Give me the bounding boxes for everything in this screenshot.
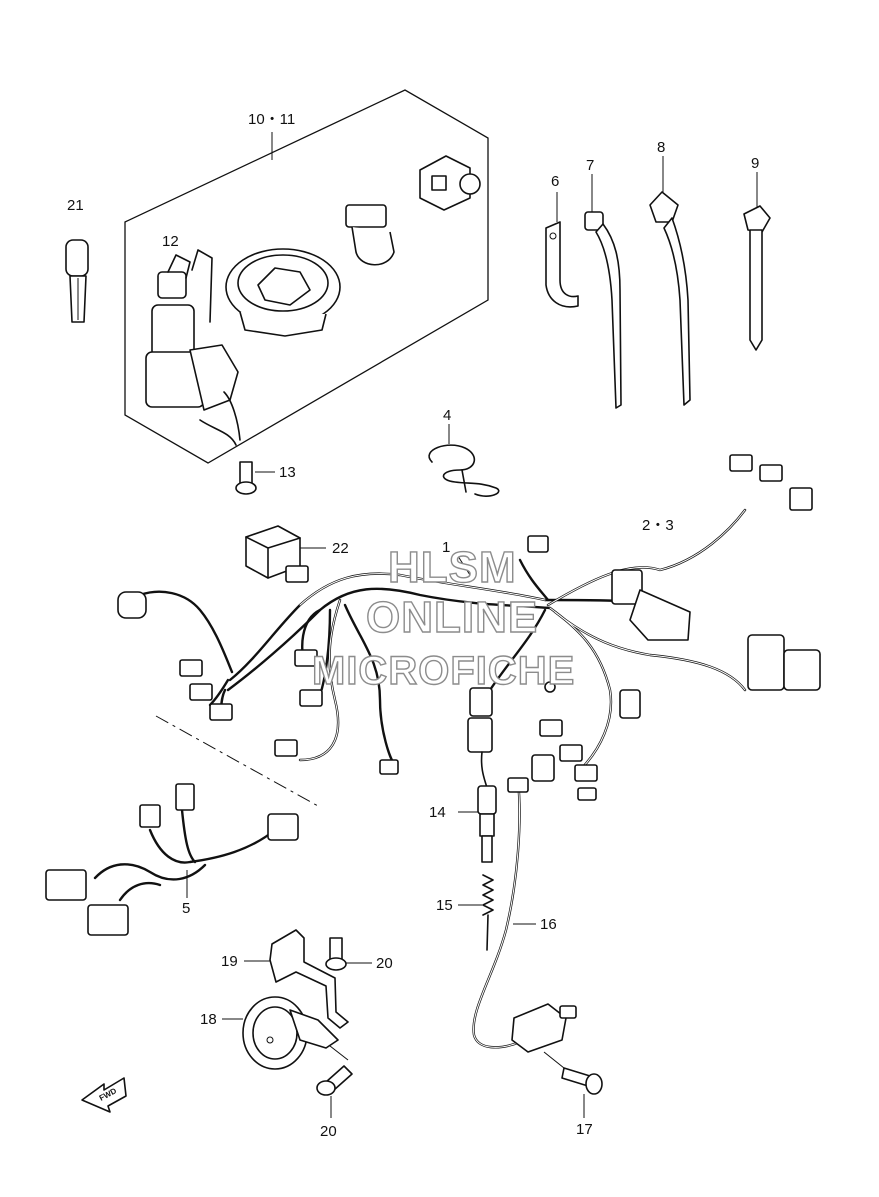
callout-6: 6: [551, 173, 559, 190]
fwd-arrow: [81, 1077, 127, 1113]
lead-wire-16: [472, 777, 536, 1049]
callout-12: 12: [162, 233, 179, 250]
switch-17: [511, 1003, 577, 1053]
callout-19: 19: [221, 953, 238, 970]
lock-set-box: [124, 89, 489, 464]
callout-21: 21: [67, 197, 84, 214]
fuel-cap-lock: [225, 248, 341, 337]
callout-7: 7: [586, 157, 594, 174]
ignition-switch: [145, 249, 241, 446]
callout-13: 13: [279, 464, 296, 481]
callout-4: 4: [443, 407, 451, 424]
bolt-17: [543, 1051, 603, 1118]
main-wiring-harness: [117, 454, 821, 801]
callout-5: 5: [182, 900, 190, 917]
horn-bracket-19: [244, 929, 349, 1029]
callout-8: 8: [657, 139, 665, 156]
cable-tie-9: [743, 172, 771, 351]
cable-tie-8: [649, 156, 691, 406]
watermark-line-2: ONLINE: [366, 593, 538, 642]
bolt-20-upper: [325, 937, 372, 971]
callout-10-11: 10・11: [248, 111, 295, 128]
horn-18: [222, 996, 339, 1070]
callout-2-3: 2・3: [642, 517, 674, 534]
callout-18: 18: [200, 1011, 217, 1028]
callout-15: 15: [436, 897, 453, 914]
seat-lock: [345, 204, 395, 266]
callout-1: 1: [442, 539, 450, 556]
cable-tie-7: [584, 174, 622, 409]
callout-17: 17: [576, 1121, 593, 1138]
callout-20-upper: 20: [376, 955, 393, 972]
callout-22: 22: [332, 540, 349, 557]
bolt-20-lower: [316, 1045, 353, 1118]
callout-20-lower: 20: [320, 1123, 337, 1140]
spring-clip-4: [428, 424, 500, 497]
helmet-lock: [419, 155, 481, 211]
clamp-6: [545, 192, 579, 308]
sub-harness-5: [45, 715, 319, 936]
spring-15: [458, 874, 494, 951]
watermark-line-1: HLSM: [388, 543, 517, 592]
callout-9: 9: [751, 155, 759, 172]
sensor-14: [458, 751, 497, 863]
watermark-line-3: MICROFICHE: [312, 649, 575, 693]
callout-14: 14: [429, 804, 446, 821]
callout-16: 16: [540, 916, 557, 933]
key: [65, 239, 89, 323]
bolt-13: [235, 461, 275, 495]
